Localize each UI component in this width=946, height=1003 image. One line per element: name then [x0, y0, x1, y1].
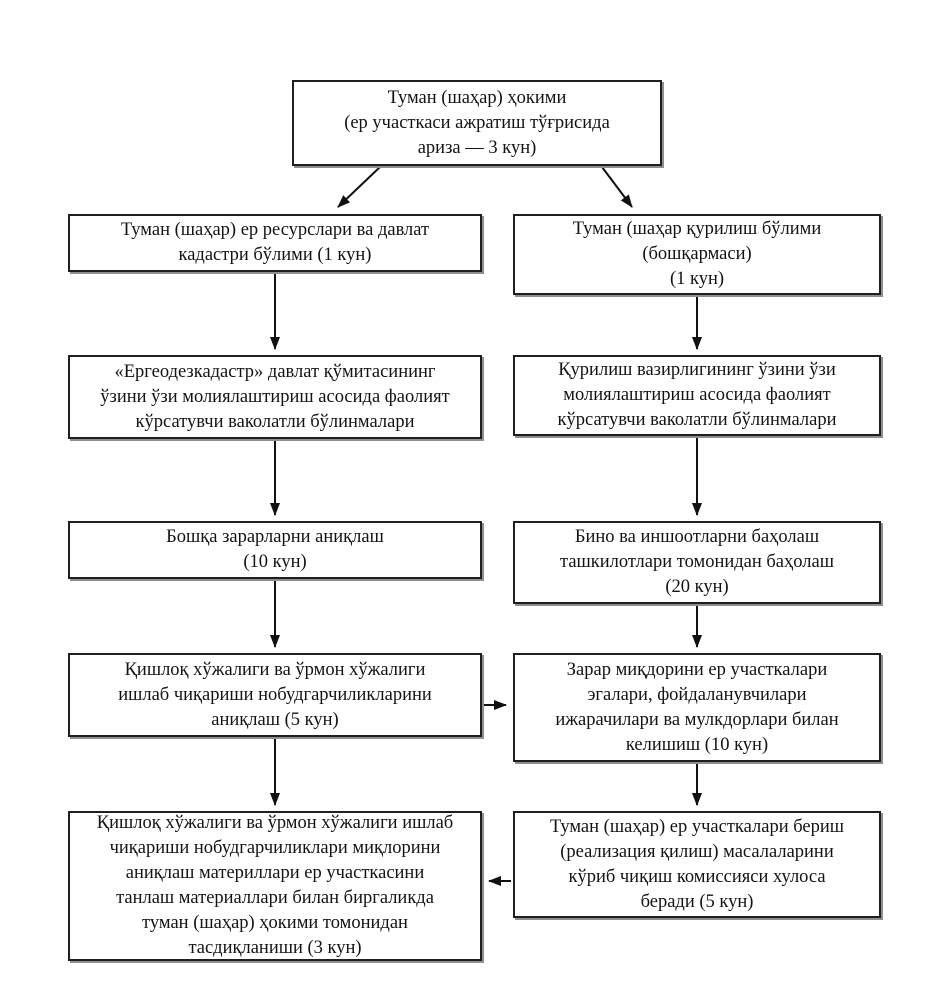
node-construction-dept-label: Туман (шаҳар қурилиш бўлими (бошқармаси)…: [572, 219, 822, 289]
node-damage-agreement-owners: Зарар миқдорини ер участкалари эгалари, …: [513, 653, 881, 762]
node-building-valuation-orgs-label: Бино ва иншоотларни баҳолаш ташкилотлари…: [560, 527, 834, 597]
arrow-top-to-left1: [337, 166, 381, 208]
node-hokim-application-label: Туман (шаҳар) ҳокими (ер участкаси ажрат…: [344, 87, 610, 158]
node-yergeodezkadastr-units: «Ергеодезкадастр» давлат қўмитасининг ўз…: [68, 355, 482, 439]
node-land-resources-cadastre-dept-label: Туман (шаҳар) ер ресурслари ва давлат ка…: [120, 220, 430, 265]
arrow-top-to-right1: [601, 166, 633, 208]
node-commission-conclusion: Туман (шаҳар) ер участкалари бериш (реал…: [513, 811, 881, 918]
node-construction-ministry-units-label: Қурилиш вазирлигининг ўзини ўзи молиялаш…: [557, 360, 837, 430]
node-land-resources-cadastre-dept: Туман (шаҳар) ер ресурслари ва давлат ка…: [68, 214, 482, 272]
node-hokim-approval-materials-label: Қишлоқ хўжалиги ва ўрмон хўжалиги ишлаб …: [96, 813, 454, 958]
node-other-damages-assessment: Бошқа зарарларни аниқлаш (10 кун): [68, 521, 482, 579]
node-construction-dept: Туман (шаҳар қурилиш бўлими (бошқармаси)…: [513, 214, 881, 295]
node-other-damages-assessment-label: Бошқа зарарларни аниқлаш (10 кун): [166, 527, 384, 572]
node-hokim-application: Туман (шаҳар) ҳокими (ер участкаси ажрат…: [292, 80, 662, 166]
node-damage-agreement-owners-label: Зарар миқдорини ер участкалари эгалари, …: [555, 659, 839, 755]
node-agriculture-forestry-losses-label: Қишлоқ хўжалиги ва ўрмон хўжалиги ишлаб …: [118, 659, 432, 730]
node-agriculture-forestry-losses: Қишлоқ хўжалиги ва ўрмон хўжалиги ишлаб …: [68, 653, 482, 737]
node-commission-conclusion-label: Туман (шаҳар) ер участкалари бериш (реал…: [549, 816, 845, 912]
node-yergeodezkadastr-units-label: «Ергеодезкадастр» давлат қўмитасининг ўз…: [100, 361, 450, 432]
node-building-valuation-orgs: Бино ва иншоотларни баҳолаш ташкилотлари…: [513, 521, 881, 604]
node-hokim-approval-materials: Қишлоқ хўжалиги ва ўрмон хўжалиги ишлаб …: [68, 811, 482, 961]
node-construction-ministry-units: Қурилиш вазирлигининг ўзини ўзи молиялаш…: [513, 355, 881, 436]
